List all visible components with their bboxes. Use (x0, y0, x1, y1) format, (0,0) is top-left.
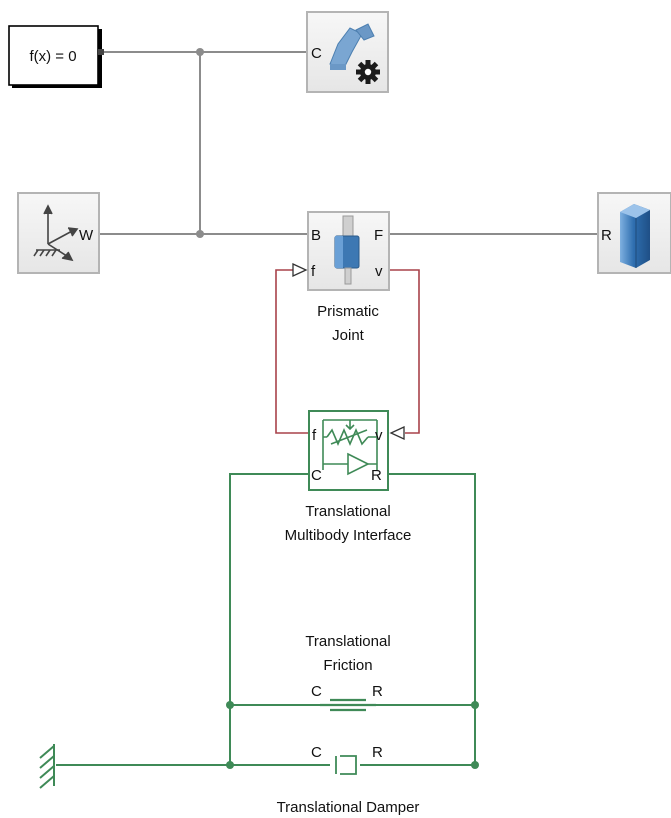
solver-configuration-block[interactable]: f(x) = 0 (8, 25, 104, 88)
prismatic-joint-label-line2: Joint (332, 327, 365, 344)
node-dot-damper-left (226, 761, 234, 769)
node-dot-damper-right (471, 761, 479, 769)
c-port-line[interactable] (229, 473, 310, 765)
friction-port-c-label: C (311, 683, 322, 700)
node-dot-friction-left (226, 701, 234, 709)
joint-port-v-label: v (375, 263, 383, 280)
signal-connections (275, 269, 420, 434)
multibody-interface-label-line1: Translational (305, 503, 390, 520)
translational-connections (56, 473, 476, 766)
damper-block[interactable]: C R (311, 744, 383, 775)
damper-label: Translational Damper (277, 799, 420, 816)
friction-symbol-icon (320, 698, 376, 712)
spring-amplifier-icon (322, 419, 378, 476)
branch-dot-top (196, 48, 204, 56)
force-signal-line[interactable] (275, 269, 310, 434)
mechanism-configuration-block[interactable]: C (306, 11, 389, 93)
interface-port-r-label: R (371, 467, 382, 484)
friction-block[interactable]: C R (311, 683, 383, 712)
damper-port-c-label: C (311, 744, 322, 761)
robot-arm-icon (329, 23, 375, 70)
joint-port-f-label: F (374, 227, 383, 244)
world-port-w-label: W (79, 227, 94, 244)
joint-port-fin-label: f (311, 263, 316, 280)
config-port-c-label: C (311, 45, 322, 62)
prismatic-joint-label-line1: Prismatic (317, 303, 379, 320)
interface-input-arrow-icon[interactable] (389, 425, 405, 441)
interface-port-v-label: v (375, 427, 383, 444)
multibody-interface-block[interactable]: f v C R (308, 410, 405, 491)
node-dot-friction-right (471, 701, 479, 709)
joint-port-b-label: B (311, 227, 321, 244)
solver-equation-text: f(x) = 0 (29, 48, 76, 65)
damper-symbol-icon (335, 755, 357, 775)
solid-port-r-label: R (601, 227, 612, 244)
prismatic-joint-block[interactable]: B F f v (292, 211, 390, 291)
velocity-signal-line[interactable] (389, 269, 420, 434)
joint-input-arrow-icon[interactable] (292, 262, 308, 278)
world-frame-block[interactable]: W (17, 192, 100, 274)
r-port-line[interactable] (388, 473, 476, 765)
damper-port-r-label: R (372, 744, 383, 761)
friction-label-line2: Friction (323, 657, 372, 674)
branch-dot-bottom (196, 230, 204, 238)
friction-port-r-label: R (372, 683, 383, 700)
interface-port-c-label: C (311, 467, 322, 484)
solver-port[interactable] (98, 49, 104, 55)
interface-port-f-label: f (312, 427, 317, 444)
ground-block[interactable] (39, 744, 55, 789)
world-frame-axes-icon (33, 204, 79, 262)
prismatic-joint-icon (334, 215, 360, 285)
friction-label-line1: Translational (305, 633, 390, 650)
solid-block[interactable]: R (597, 192, 671, 274)
gear-icon (356, 60, 380, 84)
brick-solid-icon (620, 204, 650, 268)
ground-hatch-icon (39, 744, 55, 789)
multibody-interface-label-line2: Multibody Interface (285, 527, 412, 544)
